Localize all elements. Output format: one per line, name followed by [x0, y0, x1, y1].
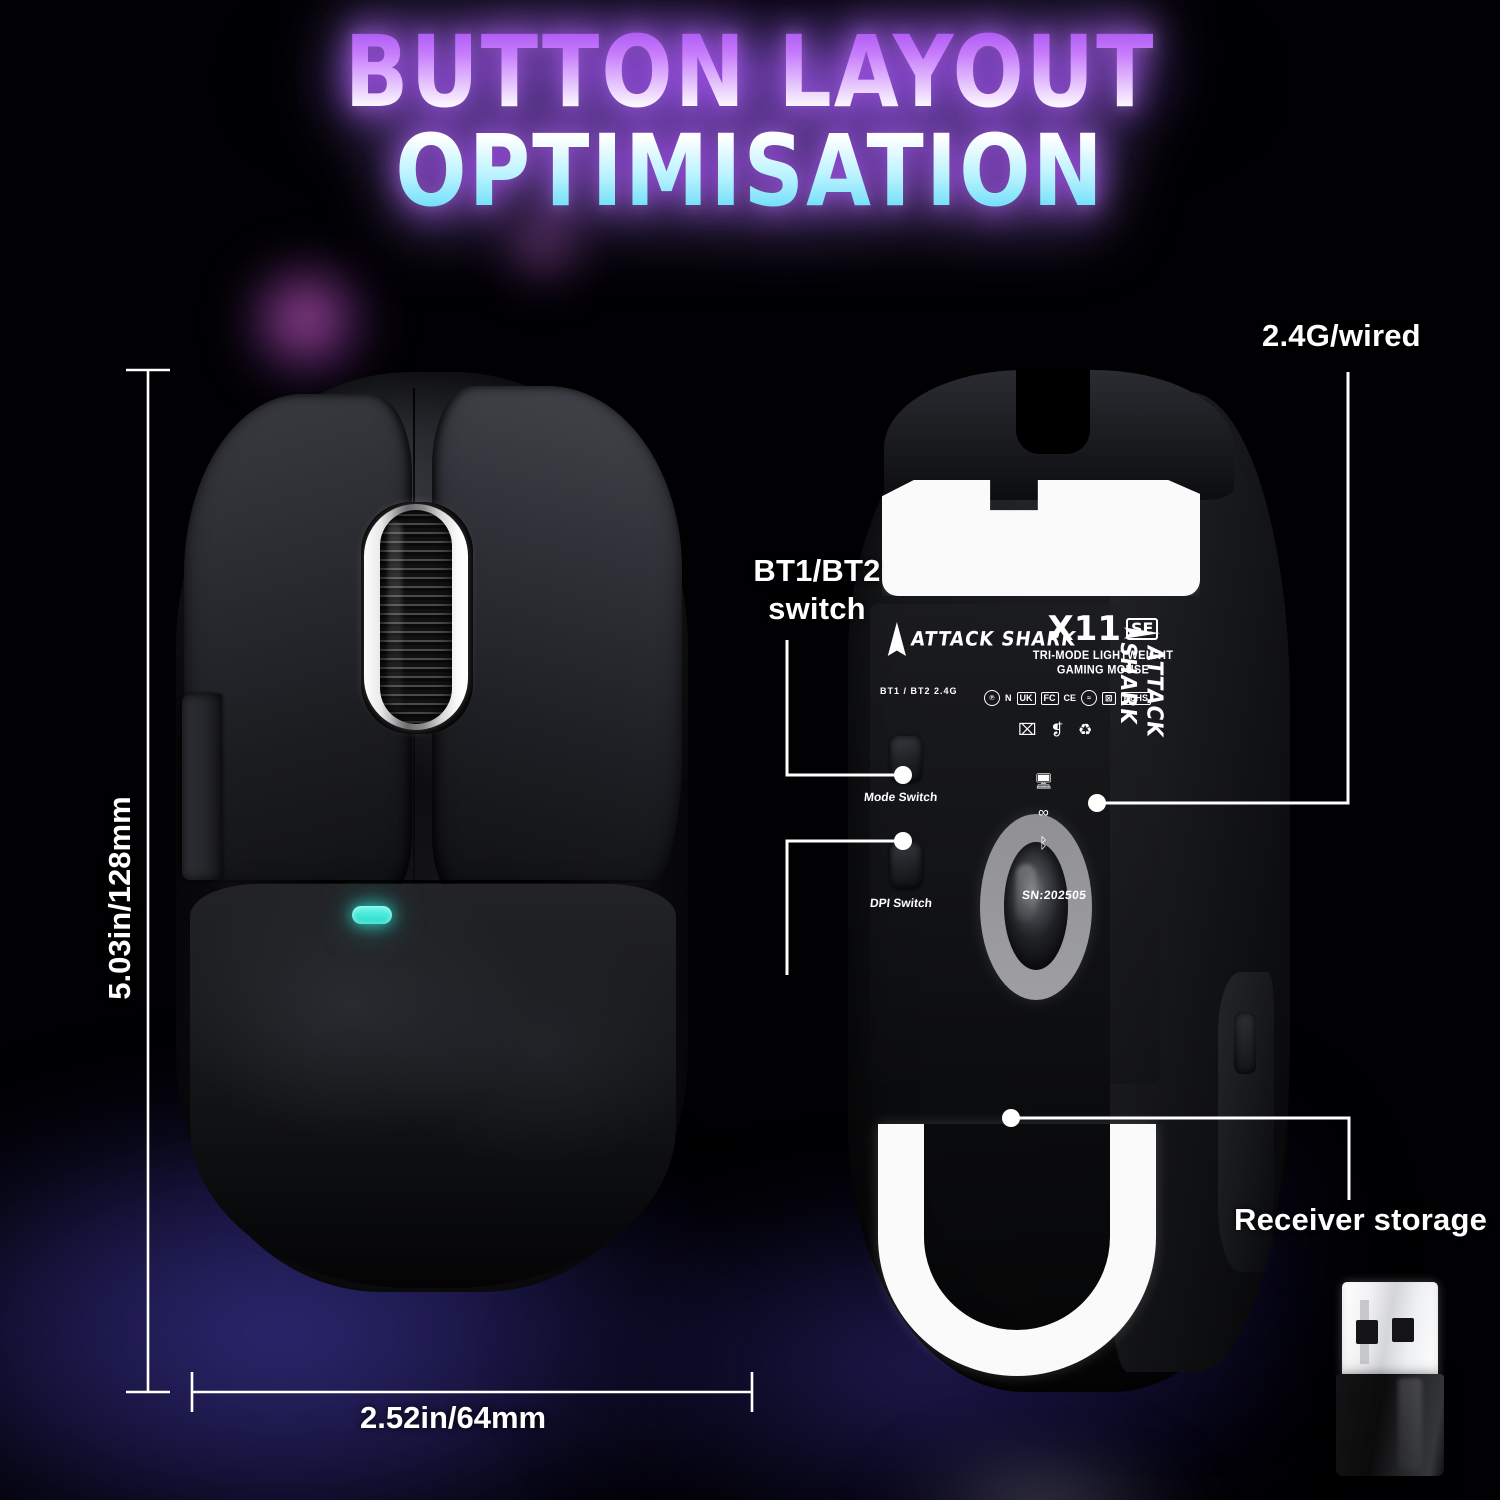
usb-notch-bottom — [1360, 1342, 1369, 1364]
cert-icon-n: N — [1005, 692, 1012, 703]
callout-24g-wired: 2.4G/wired — [1262, 318, 1421, 353]
page-title: BUTTON LAYOUT OPTIMISATION — [0, 22, 1500, 220]
mode-switch-button[interactable] — [890, 736, 922, 782]
cert-icon-wifi: ≈ — [1081, 690, 1098, 706]
cert-icon-no-bin: ⌧ — [1018, 722, 1037, 739]
scroll-wheel[interactable] — [380, 510, 452, 724]
dimension-label-width: 2.52in/64mm — [360, 1400, 547, 1435]
side-button[interactable] — [182, 694, 222, 880]
mode-badge: BT1 / BT2 2.4G — [880, 686, 958, 696]
dpi-switch-caption: DPI Switch — [869, 896, 933, 910]
side-brand-logo: ATTACK SHARK — [1115, 624, 1169, 747]
bluetooth-icon: ᛒ — [1039, 835, 1049, 852]
wireless-24g-icon: ∞ — [1038, 804, 1049, 821]
model-name: X11 — [1047, 609, 1122, 649]
usb-plastic-body — [1336, 1374, 1444, 1476]
certification-row: ℗ N UK FC CE ≈ ⊠ RoHS — [984, 690, 1220, 706]
cert-icon-fcc: FC — [1040, 691, 1059, 705]
nebula-bottom-highlight — [830, 1390, 1250, 1500]
mode-icon-column: 🖥 ∞ ᛒ — [1034, 772, 1053, 852]
shell-seam — [200, 880, 666, 883]
dpi-switch-button[interactable] — [890, 842, 922, 888]
cert-icon-ukca: UK — [1016, 691, 1036, 705]
usb-contact-hole-left — [1356, 1320, 1378, 1344]
certification-row-2: ⌧ ❡ ♻ — [1018, 720, 1092, 740]
cert-icon-weee: ⊠ — [1102, 691, 1116, 705]
side-brand-name: ATTACK SHARK — [1115, 639, 1169, 740]
computer-icon: 🖥 — [1034, 773, 1054, 790]
dimension-label-height: 5.03in/128mm — [102, 796, 137, 1000]
usb-c-port — [1234, 1012, 1256, 1074]
usb-body-highlight — [1398, 1378, 1422, 1470]
top-skate — [882, 480, 1200, 596]
shark-fin-icon-side — [1124, 624, 1160, 639]
cert-icon-1: ℗ — [984, 690, 1000, 706]
cert-icon-recycle: ♻ — [1077, 722, 1093, 739]
scroll-wheel-highlight — [388, 522, 402, 710]
palm-rest — [190, 884, 676, 1288]
cert-icon-leaf: ❡ — [1050, 722, 1064, 739]
mouse-top-view — [176, 372, 688, 1292]
usb-receiver — [1336, 1282, 1448, 1478]
front-notch — [1016, 368, 1090, 454]
mouse-bottom-view: ATTACK SHARK X11 SE TRI-MODE LIGHTWEIGHT… — [848, 368, 1290, 1392]
cert-icon-ce: CE — [1063, 692, 1077, 703]
title-block: BUTTON LAYOUT OPTIMISATION — [0, 22, 1500, 220]
right-click-button[interactable] — [432, 386, 682, 896]
callout-receiver-storage: Receiver storage — [1234, 1202, 1488, 1237]
usb-notch-top — [1360, 1300, 1369, 1322]
mode-switch-caption: Mode Switch — [863, 790, 939, 804]
title-glow — [150, 26, 1350, 136]
serial-number: SN:202505 — [1021, 888, 1088, 902]
usb-contact-hole-right — [1392, 1318, 1414, 1342]
status-led — [352, 906, 392, 924]
callout-bt-switch: BT1/BT2 switch — [753, 553, 881, 626]
